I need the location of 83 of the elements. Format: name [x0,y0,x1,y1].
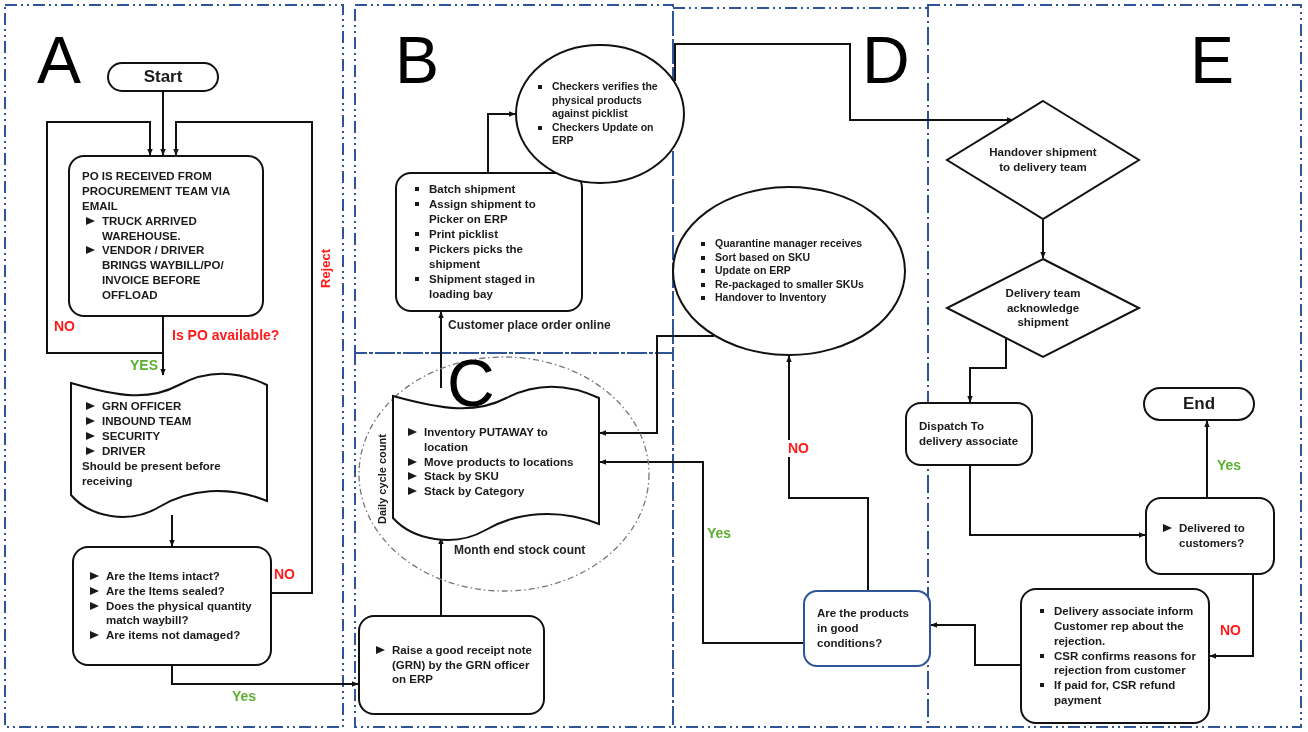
edge-label: NO [786,440,811,457]
bullet-text: Stack by Category [404,484,590,500]
connector-arrow [173,121,313,594]
bullet-text: Sort based on SKU [695,250,878,265]
connector-arrow [599,459,804,644]
connector-arrow [160,91,166,156]
bullet-text: DRIVER [82,444,258,459]
box-text: Dispatch To delivery associate [919,419,1020,449]
box-text: Delivery team acknowledge shipment [1004,285,1082,331]
bullet-text: SECURITY [82,429,258,444]
decision-diamond [946,258,1140,358]
terminal-pill [1143,387,1255,421]
connector-arrow [969,465,1146,538]
process-box [68,155,264,317]
bullet-text: Shipment staged in loading bay [409,271,571,302]
process-box [1145,497,1275,575]
connector-arrow [438,311,444,389]
edge-label: Customer place order online [446,318,613,333]
box-text: Are the products in good conditions? [817,606,910,651]
lane-letter: A [37,27,82,93]
bullet-text: Are items not damaged? [86,628,260,644]
rotated-label: Reject [318,248,334,288]
terminal-label: Start [143,65,183,88]
connector-arrow [160,316,166,376]
box-text: Handover shipment to delivery team [989,145,1097,175]
bullet-text: VENDOR / DRIVER BRINGS WAYBILL/PO/ INVOICE BEFORE OFFLOAD [82,243,252,304]
bullet-text: Inventory PUTAWAY to location [404,424,590,455]
connector-arrow [171,665,359,687]
lane-letter: C [447,350,495,416]
bullet-text: Are the Items intact? [86,568,260,584]
connector-arrow [1209,574,1254,659]
bullet-text: Handover to Inventory [695,291,878,306]
bullet-text: Stack by SKU [404,469,590,485]
rotated-caption: Daily cycle count [376,434,389,524]
process-box [905,402,1033,466]
box-text: PO IS RECEIVED FROM PROCUREMENT TEAM VIA EMAIL [82,168,231,214]
connector-arrow [169,514,175,547]
bullet-text: TRUCK ARRIVED WAREHOUSE. [82,213,252,244]
decision-question: Is PO available? [172,327,280,344]
bullet-text: INBOUND TEAM [82,414,258,430]
bullet-text: Print picklist [409,227,571,242]
connector-arrow [1040,219,1046,259]
decision-diamond [946,100,1140,220]
bullet-text: If paid for, CSR refund payment [1034,678,1198,709]
bullet-text: Does the physical quantity match waybill? [86,598,260,629]
process-box [1020,588,1210,724]
document-shape [70,375,268,515]
terminal-pill [107,62,219,92]
bullet-text: Re-packaged to smaller SKUs [695,277,878,292]
connector-arrow [599,335,715,436]
connector-arrow [1204,420,1210,498]
connector-arrow [674,43,1014,123]
connector-arrow [786,355,869,591]
dashed-circle [358,356,650,592]
bullet-text: Checkers verifies the physical products against picklist [532,79,665,121]
bullet-text: Delivered to customers? [1159,521,1263,551]
process-box [72,546,272,666]
process-ellipse [515,44,685,184]
bullet-text: Batch shipment [409,182,571,198]
bullet-text: Raise a good receipt note (GRN) by the GRN officer on ERP [372,642,533,688]
connector-arrow [46,121,164,354]
connector-arrow [967,338,1007,403]
process-box [395,172,583,312]
lane-letter: D [862,27,910,93]
connector-arrow [930,622,1021,666]
process-ellipse [672,186,906,356]
bullet-text: GRN OFFICER [82,399,258,415]
bullet-text: Checkers Update on ERP [532,120,665,149]
lane-letter: E [1190,27,1235,93]
bullet-text: Assign shipment to Picker on ERP [409,197,571,228]
terminal-label: End [1182,392,1216,415]
connector-arrow [487,111,516,173]
decision-box [803,590,931,667]
lane-letter: B [395,27,440,93]
bullet-text: Update on ERP [695,264,878,278]
bullet-text: CSR confirms reasons for rejection from customer [1034,648,1198,679]
process-box [358,615,545,715]
bullet-text: Delivery associate inform Customer rep about the rejection. [1034,603,1198,649]
bullet-text: Pickers picks the shipment [409,242,571,272]
bullet-text: Are the Items sealed? [86,583,260,599]
box-text: Should be present before receiving [82,458,222,489]
bullet-text: Move products to locations [404,454,590,470]
bullet-text: Quarantine manager receives [695,236,878,251]
